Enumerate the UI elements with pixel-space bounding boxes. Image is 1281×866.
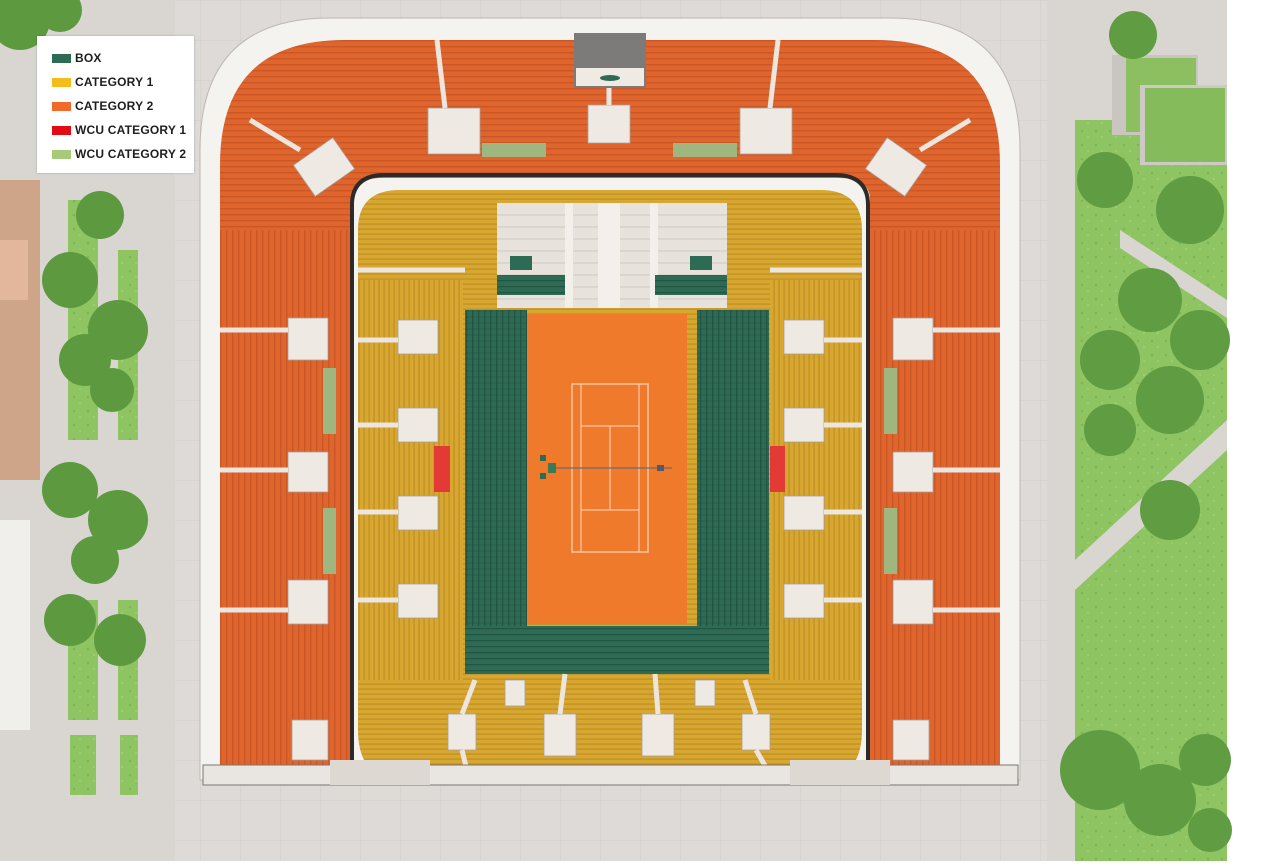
box-north-west xyxy=(497,275,565,295)
legend: BOX CATEGORY 1 CATEGORY 2 WCU CATEGORY 1… xyxy=(37,36,194,173)
south-base xyxy=(202,764,1019,786)
legend-label: CATEGORY 1 xyxy=(75,75,154,89)
legend-swatch-category1 xyxy=(52,77,71,87)
legend-label: WCU CATEGORY 1 xyxy=(75,123,187,137)
legend-swatch-wcu-category2 xyxy=(52,149,71,159)
legend-label: CATEGORY 2 xyxy=(75,99,154,113)
white-margin xyxy=(1227,0,1281,861)
right-park xyxy=(1047,0,1227,861)
legend-item-box: BOX xyxy=(52,49,102,67)
legend-label: BOX xyxy=(75,51,102,65)
tree-icon xyxy=(1060,11,1232,852)
box-west xyxy=(465,310,527,630)
legend-item-wcu-category1: WCU CATEGORY 1 xyxy=(52,121,186,139)
legend-swatch-category2 xyxy=(52,101,71,111)
legend-swatch-wcu-category1 xyxy=(52,125,71,135)
category2-east xyxy=(870,230,1000,765)
legend-swatch-box xyxy=(52,53,71,63)
wcu-category1-sections xyxy=(434,446,785,492)
walkways xyxy=(220,39,1000,785)
aisles xyxy=(287,104,934,761)
concourse-ring xyxy=(350,173,870,770)
box-east xyxy=(697,310,769,630)
legend-item-wcu-category2: WCU CATEGORY 2 xyxy=(52,145,186,163)
tennis-court-icon xyxy=(527,314,687,624)
wcu-category2-sections xyxy=(323,143,897,574)
box-north-east xyxy=(655,275,727,295)
legend-item-category1: CATEGORY 1 xyxy=(52,73,153,91)
legend-item-category2: CATEGORY 2 xyxy=(52,97,153,115)
legend-label: WCU CATEGORY 2 xyxy=(75,147,187,161)
category2-west xyxy=(220,230,352,765)
box-south xyxy=(465,626,769,674)
tree-icon xyxy=(0,0,148,666)
